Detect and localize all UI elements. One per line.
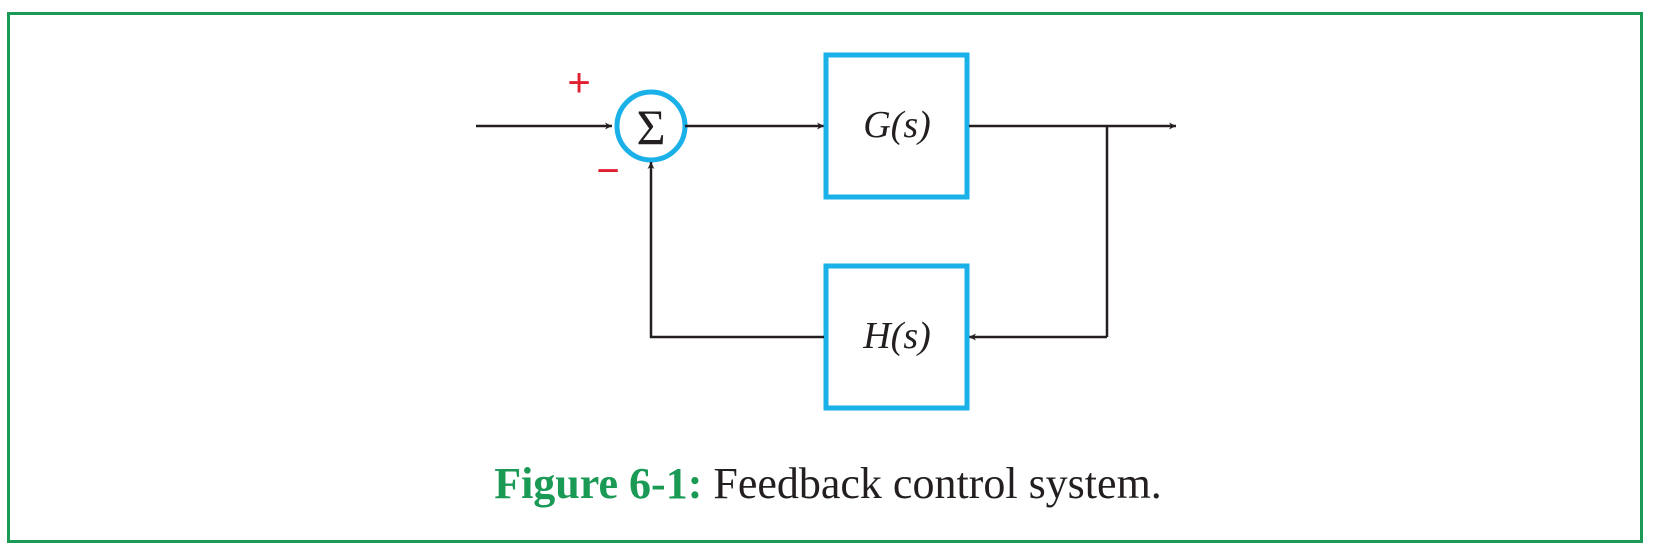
summing-junction: Σ xyxy=(614,89,688,163)
feedback-block-label: H(s) xyxy=(862,315,931,357)
feedback-block-h: H(s) xyxy=(823,263,970,411)
feedback-return-arrow xyxy=(647,162,824,339)
figure-frame xyxy=(7,12,1643,543)
forward-block-g: G(s) xyxy=(823,52,970,200)
sigma-symbol: Σ xyxy=(636,99,665,155)
minus-sign: − xyxy=(596,149,619,193)
figure-label: Figure 6-1: xyxy=(494,459,703,508)
forward-block-label: G(s) xyxy=(863,104,931,146)
figure-caption-text: Feedback control system. xyxy=(713,459,1162,508)
figure-caption: Figure 6-1: Feedback control system. xyxy=(0,462,1656,506)
plus-sign: + xyxy=(567,61,590,105)
